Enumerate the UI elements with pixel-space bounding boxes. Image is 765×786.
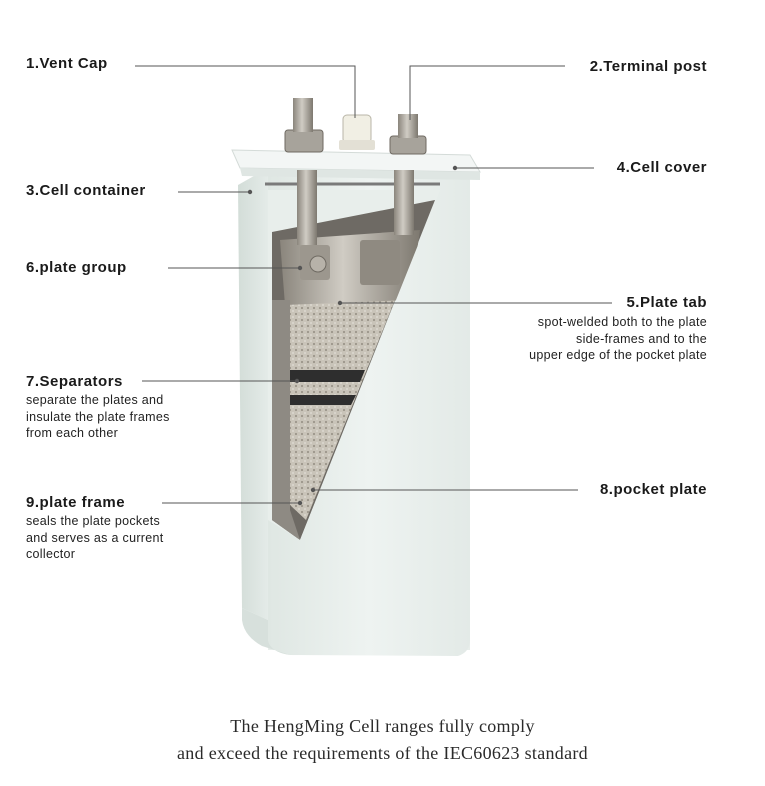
plate-frame-desc-line: collector [26, 547, 76, 561]
terminal-nut-left [284, 129, 324, 153]
label-vent-cap: 1.Vent Cap [26, 55, 108, 72]
plate-frame-description: seals the plate pockets and serves as a … [26, 513, 164, 563]
leader-terminal-post [409, 65, 565, 120]
leader-lines [135, 65, 612, 504]
label-plate-tab: 5.Plate tab [626, 294, 707, 311]
terminal-post-left [293, 98, 313, 132]
container-side-face [238, 168, 268, 620]
pocket-plate-shape [290, 300, 395, 520]
caption-line-2: and exceed the requirements of the IEC60… [177, 743, 588, 763]
plate-tab-desc-line: spot-welded both to the plate [537, 315, 707, 329]
vent-cap-base [339, 140, 375, 150]
label-plate-frame: 9.plate frame [26, 494, 126, 511]
separators-desc-line: from each other [26, 426, 119, 440]
separators-description: separate the plates and insulate the pla… [26, 392, 170, 442]
plate-tab-desc-line: side-frames and to the [576, 331, 707, 346]
label-plate-group: 6.plate group [26, 259, 127, 276]
plate-tab-description: spot-welded both to the plate side-frame… [529, 314, 707, 364]
leader-dots [247, 165, 458, 506]
separators-desc-line: insulate the plate frames [26, 409, 170, 424]
container-bottom-edge [242, 608, 290, 655]
label-pocket-plate: 8.pocket plate [599, 481, 707, 498]
caption-line-1: The HengMing Cell ranges fully comply [230, 716, 535, 736]
label-cell-cover: 4.Cell cover [616, 159, 707, 176]
vent-cap-shape [342, 114, 372, 144]
tab-bolt-right [360, 240, 400, 285]
terminal-post-right [398, 114, 418, 138]
plate-frame-desc-line: seals the plate pockets [26, 514, 161, 528]
separators-desc-line: separate the plates and [26, 393, 164, 407]
pole-stem-left [297, 170, 317, 245]
pole-stem-right [394, 170, 414, 235]
container-front-face [268, 168, 470, 656]
leader-vent-cap [135, 65, 356, 118]
plate-frame-desc-line: and serves as a current [26, 530, 164, 545]
plate-frame-shape [272, 300, 300, 540]
label-terminal-post: 2.Terminal post [589, 58, 707, 75]
separator-band-1 [288, 370, 365, 382]
separator-band-2 [288, 395, 356, 405]
plate-tab-desc-line: upper edge of the pocket plate [529, 348, 707, 362]
label-separators: 7.Separators [26, 373, 123, 390]
label-cell-container: 3.Cell container [26, 182, 146, 199]
terminal-nut-right [389, 135, 427, 155]
tab-nut [309, 255, 327, 273]
